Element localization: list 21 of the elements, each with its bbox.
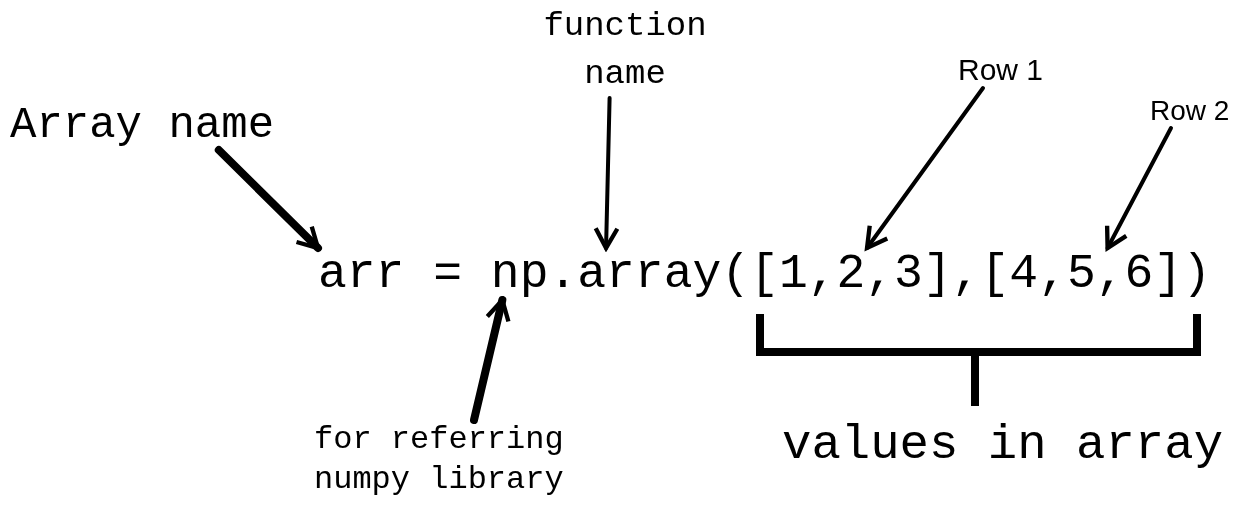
code-token: array	[577, 248, 722, 300]
annotation-text: for referring numpy library	[314, 420, 634, 500]
leader-line	[470, 296, 511, 424]
annotation-text: Row 2	[1150, 94, 1255, 128]
leader-line	[214, 146, 322, 252]
code-token: ,	[951, 248, 981, 300]
annotation-text: Array name	[10, 100, 300, 150]
leader-line	[593, 96, 620, 251]
code-token: [1,2,3]	[750, 248, 952, 300]
code-token: [4,5,6]	[980, 248, 1183, 300]
annotation-text: Row 1	[958, 52, 1083, 88]
code-token: arr	[318, 248, 405, 300]
annotation-text: values in array	[782, 418, 1242, 472]
code-token: (	[721, 248, 751, 300]
annotation-text: function name	[515, 2, 735, 98]
leader-line	[864, 86, 985, 251]
code-token: =	[433, 248, 463, 300]
code-token: np	[490, 248, 549, 300]
leader-line	[1104, 126, 1173, 251]
code-token: .	[548, 248, 578, 300]
code-token: )	[1182, 248, 1211, 300]
